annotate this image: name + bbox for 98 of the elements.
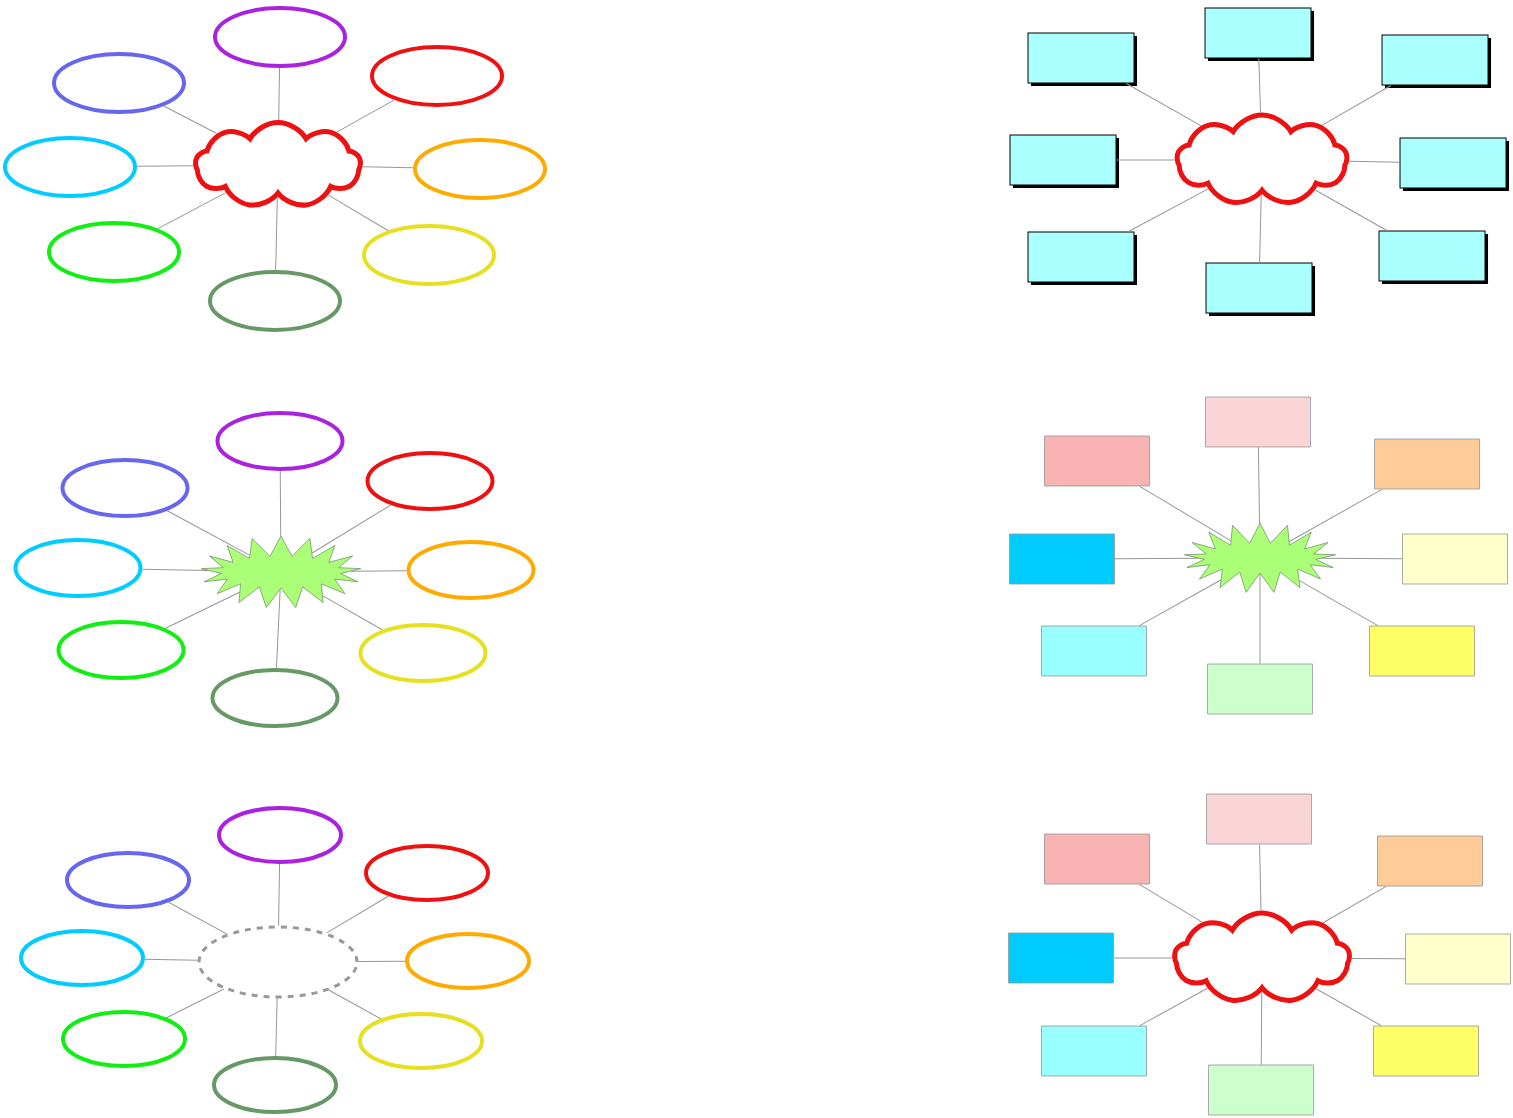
ellipse xyxy=(364,844,490,902)
connector-line xyxy=(326,895,390,934)
connector-line xyxy=(275,998,278,1057)
connector-line xyxy=(1114,557,1199,560)
ellipse xyxy=(19,929,145,987)
connector-line xyxy=(1259,194,1262,263)
ellipse xyxy=(52,52,186,114)
connector-line xyxy=(1321,85,1392,126)
connector-line xyxy=(166,510,251,556)
connector-line xyxy=(328,989,382,1020)
ellipse xyxy=(358,623,488,683)
ellipse xyxy=(60,458,190,518)
cloud-shape xyxy=(1172,910,1352,1003)
ellipse xyxy=(56,620,186,680)
connector-line xyxy=(1260,991,1263,1066)
connector-line xyxy=(1315,988,1382,1027)
connector-line xyxy=(327,194,389,231)
connector-line xyxy=(1314,189,1388,231)
box xyxy=(1009,134,1119,188)
box xyxy=(1374,438,1480,490)
connector-line xyxy=(358,960,406,963)
box xyxy=(1207,663,1313,715)
ellipse xyxy=(215,411,345,471)
connector-line xyxy=(1351,957,1406,960)
box xyxy=(1377,835,1483,887)
box xyxy=(1208,1064,1314,1116)
ellipse xyxy=(362,224,496,286)
box xyxy=(1041,1025,1147,1077)
ellipse xyxy=(365,451,495,511)
ellipse xyxy=(406,540,536,600)
connector-line xyxy=(362,166,414,169)
ellipse xyxy=(217,806,343,864)
box xyxy=(1044,435,1150,487)
connector-line xyxy=(275,589,281,669)
cloud-shape xyxy=(193,120,363,208)
connector-line xyxy=(1258,58,1262,114)
ellipse xyxy=(405,932,531,990)
connector-line xyxy=(1322,885,1387,924)
box xyxy=(1008,932,1114,984)
connector-line xyxy=(1113,957,1173,959)
box xyxy=(1378,230,1489,284)
ellipse xyxy=(13,538,143,598)
box xyxy=(1381,34,1491,88)
connector-line xyxy=(1139,987,1208,1027)
connector-line xyxy=(157,192,227,230)
box xyxy=(1402,533,1508,585)
ellipse xyxy=(210,668,340,728)
box xyxy=(1373,1025,1479,1077)
connector-line xyxy=(1321,557,1403,560)
connector-line xyxy=(1138,883,1203,923)
connector-line xyxy=(350,570,408,572)
connector-line xyxy=(1116,159,1176,161)
connector-line xyxy=(1138,579,1222,627)
connector-line xyxy=(166,988,225,1019)
connector-line xyxy=(1128,188,1209,232)
box xyxy=(1205,396,1311,448)
ellipse xyxy=(3,136,137,198)
box xyxy=(1205,262,1315,316)
connector-line xyxy=(279,470,282,537)
connector-line xyxy=(165,591,240,629)
box xyxy=(1369,625,1475,677)
ellipse xyxy=(61,1010,187,1068)
connector-line xyxy=(163,105,218,134)
ellipse xyxy=(212,1056,338,1114)
ellipse xyxy=(208,270,342,332)
box xyxy=(1206,793,1312,845)
box xyxy=(1009,533,1115,585)
connector-line xyxy=(1125,83,1202,127)
connector-line xyxy=(141,568,209,572)
ellipse xyxy=(358,1012,484,1070)
connector-line xyxy=(278,863,281,926)
cloud-shape xyxy=(1174,112,1350,205)
box xyxy=(1044,833,1150,885)
box xyxy=(1405,933,1511,985)
connector-line xyxy=(136,165,194,167)
connector-line xyxy=(1257,446,1260,524)
box xyxy=(1027,32,1137,86)
box xyxy=(1027,231,1137,285)
connector-line xyxy=(144,958,199,961)
connector-line xyxy=(275,197,278,271)
ellipse xyxy=(47,221,181,283)
connector-line xyxy=(1348,160,1400,163)
connector-line xyxy=(168,901,228,935)
connector-line xyxy=(1298,580,1379,627)
ellipse xyxy=(370,45,504,107)
box xyxy=(1204,7,1314,61)
connector-line xyxy=(322,595,383,631)
starburst-shape xyxy=(201,535,361,608)
ellipse xyxy=(65,851,191,909)
connector-line xyxy=(1259,573,1261,665)
ellipse xyxy=(213,6,347,68)
ellipse xyxy=(413,138,547,200)
ellipse xyxy=(197,925,359,999)
box xyxy=(1041,625,1147,677)
connector-line xyxy=(278,67,280,121)
box xyxy=(1399,137,1510,191)
connector-line xyxy=(336,99,395,133)
connector-line xyxy=(1259,843,1262,912)
